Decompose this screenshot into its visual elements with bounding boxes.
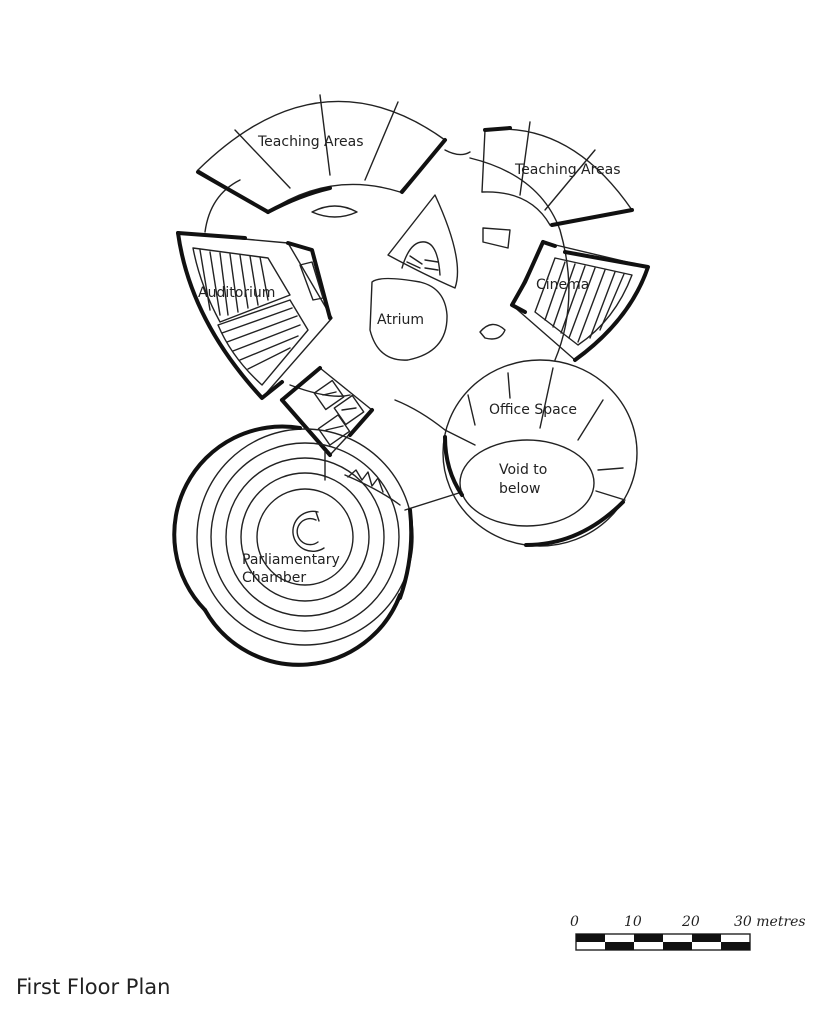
label-cinema: Cinema <box>536 277 589 293</box>
scale-bar-cell <box>605 942 634 950</box>
label-office-space: Office Space <box>489 402 577 418</box>
atrium <box>311 194 511 361</box>
scale-tick-10: 10 <box>624 914 642 930</box>
label-auditorium: Auditorium <box>198 285 275 301</box>
label-atrium: Atrium <box>377 312 424 328</box>
office-space <box>442 359 638 547</box>
label-void-line1: Void to <box>499 462 547 478</box>
label-parliamentary-line1: Parliamentary <box>242 552 340 568</box>
auditorium <box>176 231 333 400</box>
teaching-areas-left <box>196 94 447 214</box>
scale-bar: 0 10 20 30 metres <box>570 914 806 951</box>
scale-bar-cell <box>634 934 663 942</box>
label-teaching-areas-right: Teaching Areas <box>514 162 621 178</box>
label-parliamentary-line2: Chamber <box>242 570 306 586</box>
cinema <box>510 240 650 362</box>
label-teaching-areas-left: Teaching Areas <box>257 134 364 150</box>
scale-tick-0: 0 <box>570 914 579 930</box>
scale-bar-cells <box>576 934 750 950</box>
scale-tick-30: 30 metres <box>734 914 806 930</box>
parliamentary-chamber <box>172 424 414 667</box>
scale-bar-cell <box>692 934 721 942</box>
scale-bar-cell <box>663 942 692 950</box>
central-circulation-outline <box>204 157 570 511</box>
drawing-caption: First Floor Plan <box>16 975 171 999</box>
scale-bar-cell <box>721 942 750 950</box>
core <box>280 366 374 457</box>
scale-bar-cell <box>576 934 605 942</box>
scale-tick-20: 20 <box>681 914 700 930</box>
label-void-line2: below <box>499 481 540 497</box>
teaching-areas-right <box>444 121 634 227</box>
